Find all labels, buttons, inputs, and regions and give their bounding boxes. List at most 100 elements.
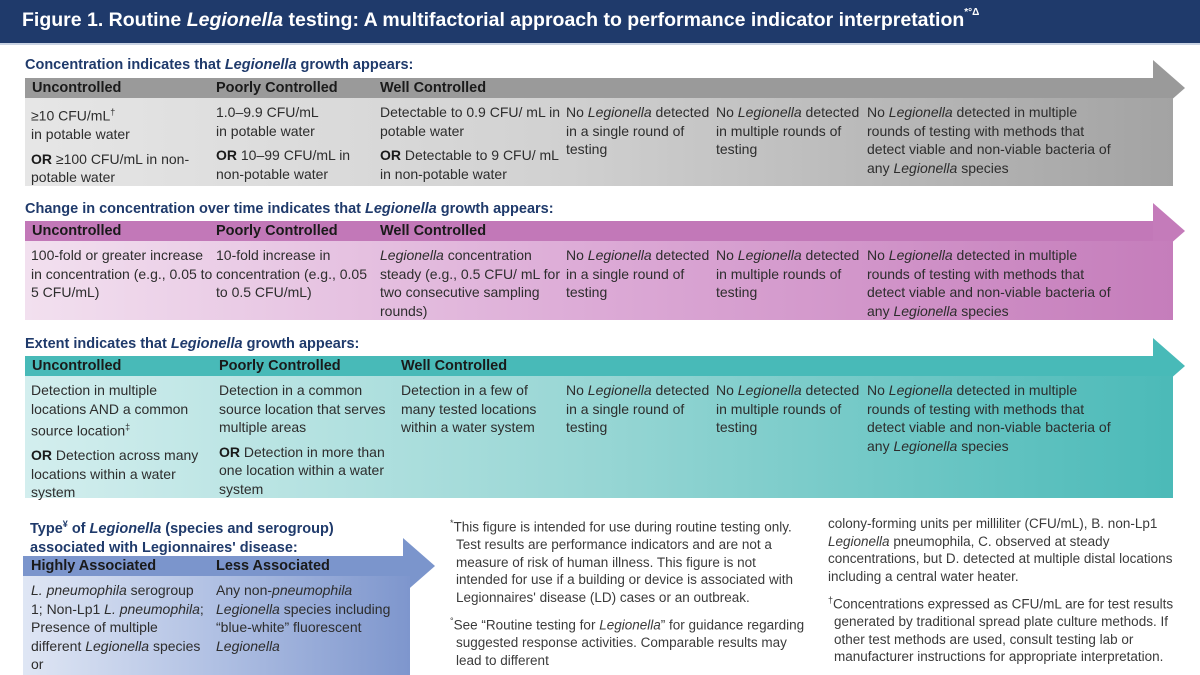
cell-text: serogroup 1; Non-Lp1 [31, 582, 194, 617]
cell-text: detected in multiple rounds of testing w… [867, 104, 1111, 176]
or-label: OR [31, 447, 52, 464]
cell-text: species [957, 437, 1009, 454]
heading-text: Extent indicates that [25, 336, 171, 352]
footnote-text: Concentrations expressed as CFU/mL are f… [833, 596, 1174, 665]
cell-text: detected in multiple rounds of testing w… [867, 382, 1111, 454]
cell-no-detection-single: No Legionella detected in a single round… [566, 103, 711, 159]
band-change-over-time: Uncontrolled Poorly Controlled Well Cont… [25, 203, 1185, 320]
cell-italic: Legionella [737, 247, 802, 263]
cell-italic: pneumophila [272, 582, 353, 598]
cell-text: in potable water [31, 126, 130, 143]
cell-poorly-controlled: 10-fold increase in concentration (e.g.,… [216, 247, 367, 300]
column-header-well-controlled: Well Controlled [380, 223, 487, 239]
cell-text: concentration steady (e.g., 0.5 CFU/ mL … [380, 247, 560, 319]
cell-text: Detection in more than one location with… [219, 443, 385, 497]
or-label: OR [216, 147, 237, 163]
cell-text: ; Presence of multiple different [31, 600, 204, 654]
cell-no-detection-viable: No Legionella detected in multiple round… [867, 103, 1117, 177]
heading-italic: Legionella [170, 336, 243, 352]
cell-italic: Legionella [216, 600, 280, 617]
cell-text: 1.0–9.9 CFU/mL [216, 104, 319, 120]
column-header-uncontrolled: Uncontrolled [32, 80, 122, 96]
title-text: Figure 1. Routine [22, 9, 187, 31]
cell-italic: Legionella [893, 437, 958, 454]
band-body: Detection in multiple locations AND a co… [25, 376, 1173, 500]
cell-text: detected in multiple rounds of testing w… [867, 247, 1111, 319]
cell-well-controlled: Detectable to 0.9 CFU/ mL in potable wat… [380, 103, 560, 183]
cell-text: No [566, 382, 588, 398]
column-header-uncontrolled: Uncontrolled [32, 223, 122, 239]
title-text-rest: testing: A multifactorial approach to pe… [283, 9, 965, 31]
cell-no-detection-single: No Legionella detected in a single round… [566, 246, 711, 302]
footnote-degree: °See “Routine testing for Legionella” fo… [450, 613, 810, 669]
footnotes-left-column: *This figure is intended for use during … [450, 515, 810, 669]
column-header-less-associated: Less Associated [216, 558, 330, 574]
cell-text: No [867, 382, 889, 398]
footnote-mark: † [110, 107, 116, 117]
cell-italic: Legionella [893, 159, 958, 176]
heading-text-rest: growth appears: [242, 336, 360, 352]
cell-text: detected in multiple rounds of testing [716, 382, 860, 435]
footnote-mark: ¥ [62, 519, 68, 529]
cell-italic: Legionella [85, 637, 150, 654]
column-header-well-controlled: Well Controlled [380, 80, 487, 96]
cell-italic: Legionella [888, 104, 953, 120]
heading-text-rest: growth appears: [296, 57, 414, 73]
cell-text: species [957, 302, 1009, 319]
cell-text: Detection in a common source location th… [219, 382, 386, 435]
heading-text-rest: (species and serogroup) associated with … [30, 520, 334, 556]
or-label: OR [380, 147, 401, 163]
footnote-italic: Legionella [828, 533, 890, 549]
cell-text: Detectable to 9 CFU/ mL in non-potable w… [380, 147, 559, 182]
cell-italic: Legionella [888, 247, 953, 263]
footnote-mark: ‡ [125, 422, 131, 432]
footnote-dagger: †Concentrations expressed as CFU/mL are … [828, 592, 1188, 666]
cell-well-controlled: Legionella concentration steady (e.g., 0… [380, 246, 562, 320]
cell-text: No [566, 104, 588, 120]
footnote-text: This figure is intended for use during r… [453, 519, 793, 605]
cell-text: No [867, 104, 889, 120]
footnotes-right-column: colony-forming units per milliliter (CFU… [828, 515, 1188, 666]
cell-text: detected in a single round of testing [566, 382, 710, 435]
heading-italic: Legionella [365, 201, 437, 217]
footnote-continued: colony-forming units per milliliter (CFU… [828, 515, 1188, 585]
band-concentration: Uncontrolled Poorly Controlled Well Cont… [25, 60, 1185, 186]
cell-text: Detectable to 0.9 CFU/ mL in potable wat… [380, 104, 561, 139]
cell-uncontrolled: ≥10 CFU/mL†in potable water OR ≥100 CFU/… [31, 103, 211, 187]
cell-italic: Legionella [737, 382, 802, 398]
figure-title-bar: Figure 1. Routine Legionella testing: A … [0, 0, 1200, 45]
section-heading-type: Type¥ of Legionella (species and serogro… [30, 515, 390, 558]
footnote-text: colony-forming units per milliliter (CFU… [828, 516, 1158, 531]
figure-title: Figure 1. Routine Legionella testing: A … [22, 7, 979, 32]
or-label: OR [219, 443, 240, 460]
column-header-uncontrolled: Uncontrolled [32, 358, 122, 374]
cell-text: species [957, 159, 1009, 176]
cell-italic: Legionella [216, 637, 280, 654]
section-heading-concentration: Concentration indicates that Legionella … [25, 57, 413, 73]
or-label: OR [31, 150, 52, 167]
cell-italic: Legionella [587, 104, 652, 120]
cell-text: detected in a single round of testing [566, 247, 710, 300]
column-header-poorly-controlled: Poorly Controlled [216, 223, 338, 239]
heading-text: Concentration indicates that [25, 57, 225, 73]
cell-text: detected in a single round of testing [566, 104, 710, 157]
cell-italic: Legionella [737, 104, 802, 120]
footnote-star: *This figure is intended for use during … [450, 515, 810, 606]
footnote-text: pneumophila, C. observed at steady conce… [828, 533, 1173, 584]
cell-text: No [716, 247, 738, 263]
cell-no-detection-multiple: No Legionella detected in multiple round… [716, 103, 861, 159]
heading-text: Type [30, 520, 63, 537]
column-header-poorly-controlled: Poorly Controlled [219, 358, 341, 374]
heading-text: of [67, 520, 90, 537]
band-body: 100-fold or greater increase in concentr… [25, 241, 1173, 320]
cell-less-associated: Any non-pneumophila Legionella species i… [216, 581, 396, 655]
cell-text: species or [31, 637, 201, 673]
cell-italic: Legionella [888, 382, 953, 398]
cell-text: Detection in multiple locations AND a co… [31, 382, 189, 439]
cell-no-detection-viable: No Legionella detected in multiple round… [867, 381, 1117, 455]
column-header-highly-associated: Highly Associated [31, 558, 157, 574]
cell-text: 10–99 CFU/mL in non-potable water [216, 147, 351, 182]
band-body: ≥10 CFU/mL†in potable water OR ≥100 CFU/… [25, 98, 1173, 186]
cell-poorly-controlled: Detection in a common source location th… [219, 381, 391, 498]
